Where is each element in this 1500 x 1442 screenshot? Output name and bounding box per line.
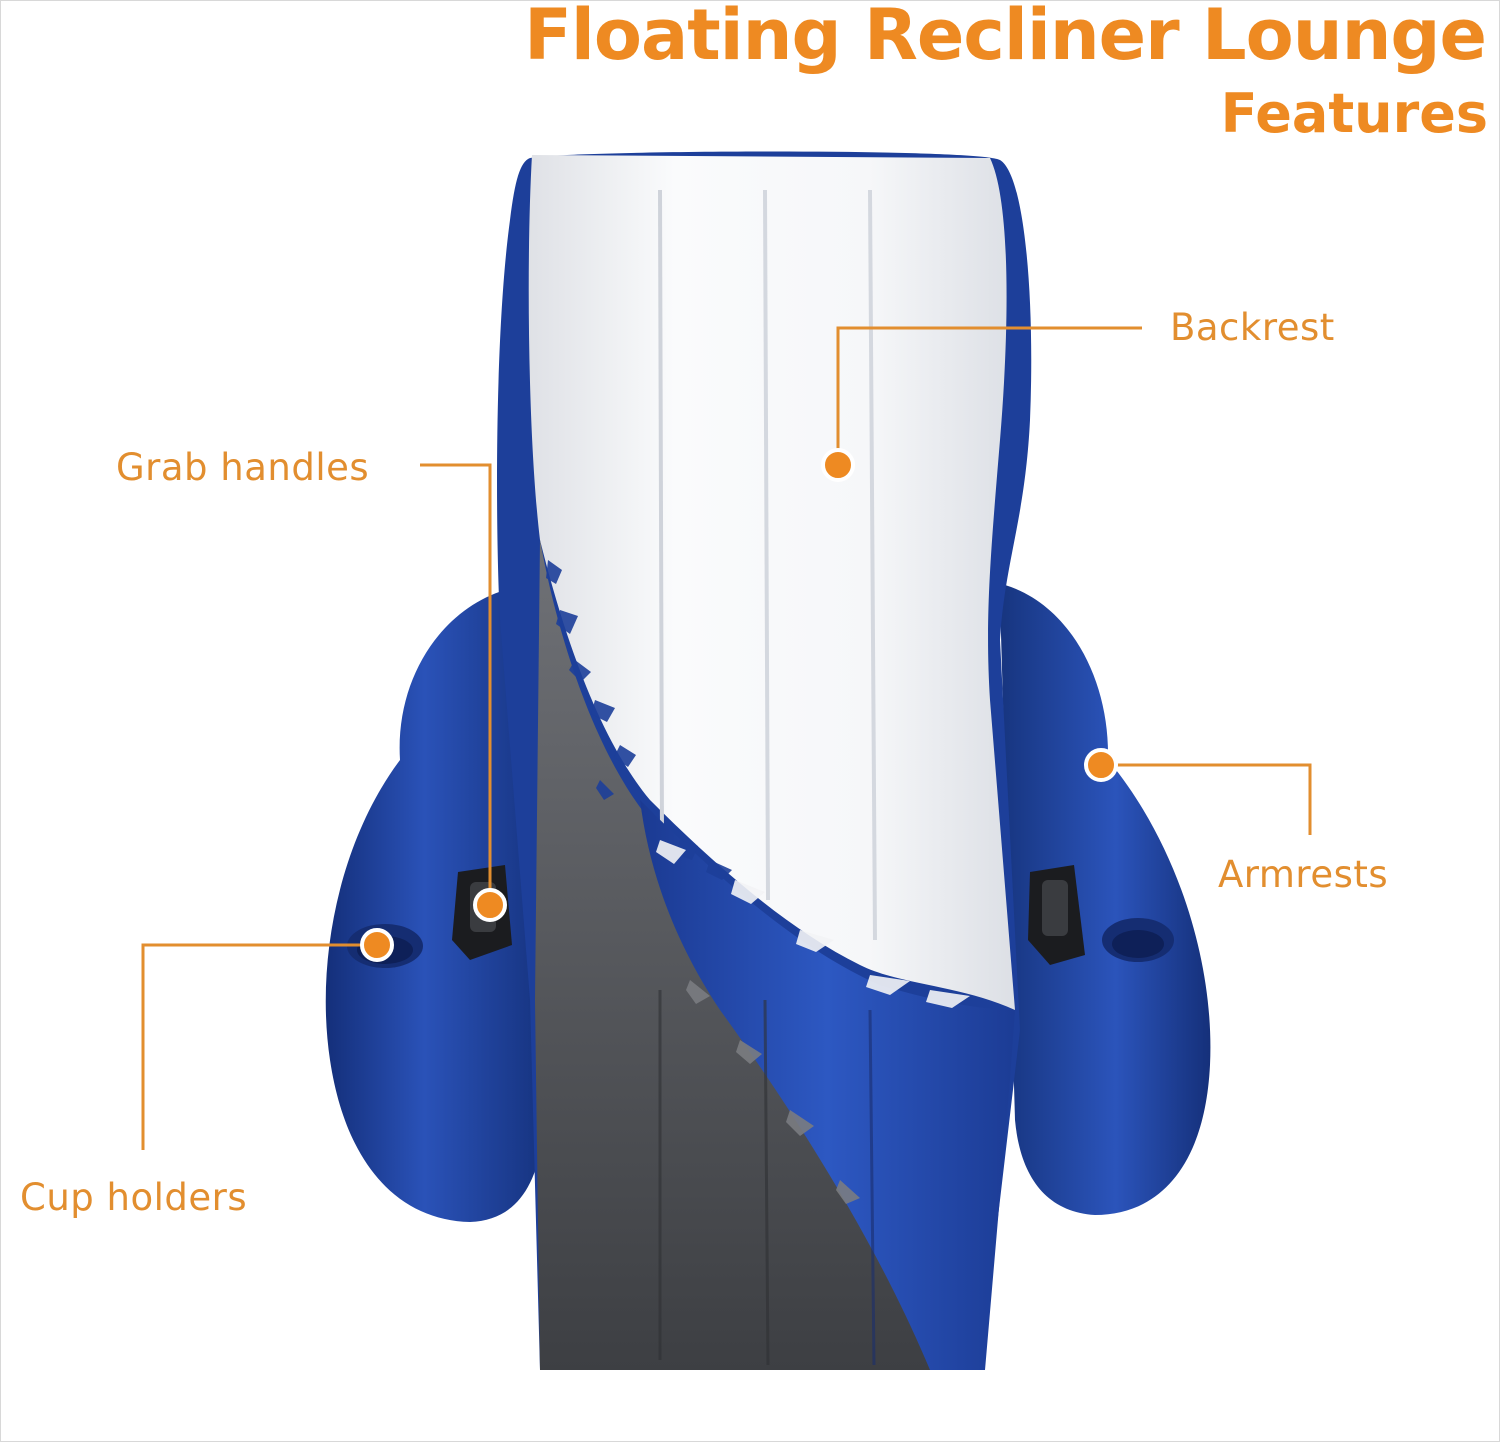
callout-dots — [360, 448, 1118, 962]
page-subtitle: Features — [1220, 82, 1488, 145]
callout-label-cup-holders: Cup holders — [20, 1176, 248, 1219]
armrests-marker — [1084, 748, 1118, 782]
backrest-marker — [821, 448, 855, 482]
right-armrest — [1000, 585, 1211, 1215]
callout-label-armrests: Armrests — [1218, 853, 1389, 896]
cup-holders-marker — [360, 928, 394, 962]
grab-handles-marker — [473, 888, 507, 922]
callout-label-grab-handles: Grab handles — [116, 446, 370, 489]
callout-lines — [141, 326, 1312, 1150]
seat-swoosh — [640, 800, 1015, 1370]
callout-label-backrest: Backrest — [1170, 306, 1335, 349]
page-title: Floating Recliner Lounge — [524, 0, 1487, 76]
backrest-panel — [528, 155, 1015, 1010]
